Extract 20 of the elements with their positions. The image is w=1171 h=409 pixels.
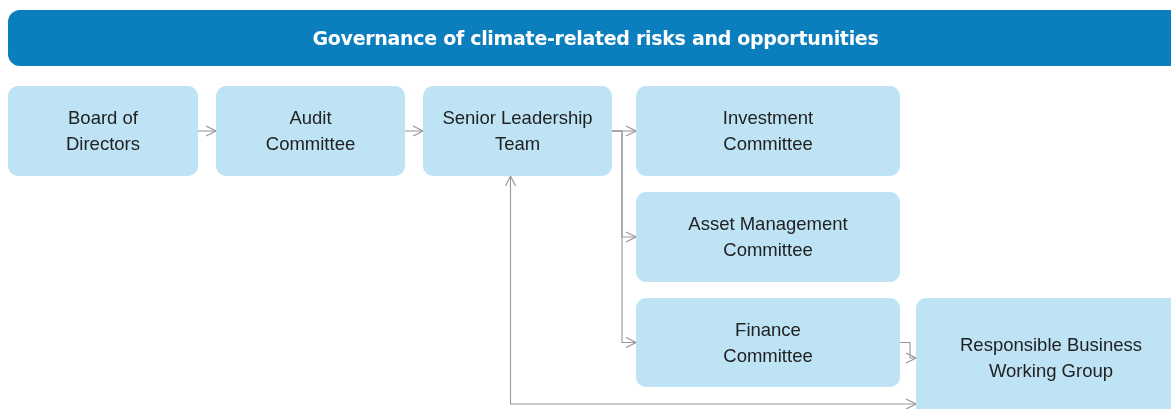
process-box	[916, 298, 1171, 409]
node-label: Investment Committee	[721, 106, 815, 156]
arrow	[404, 125, 424, 137]
process-box	[636, 192, 900, 282]
node-label: Finance Committee	[722, 317, 814, 368]
node-label: Board of Directors	[65, 106, 141, 156]
process-box	[423, 86, 612, 176]
process-box	[8, 86, 198, 176]
process-box	[636, 86, 900, 176]
arrow	[611, 130, 637, 349]
arrow	[504, 175, 917, 409]
node-label: Senior Leadership Team	[441, 106, 594, 156]
node-label: Responsible Business Working Group	[959, 333, 1143, 383]
node-label: Audit Committee	[264, 106, 357, 156]
arrow	[197, 125, 217, 137]
process-box	[216, 86, 405, 176]
node-label: Asset Management Committee	[687, 212, 849, 262]
process-box	[636, 298, 900, 387]
title-banner: Governance of climate-related risks and opportunities	[8, 10, 1171, 66]
arrow	[899, 341, 917, 364]
